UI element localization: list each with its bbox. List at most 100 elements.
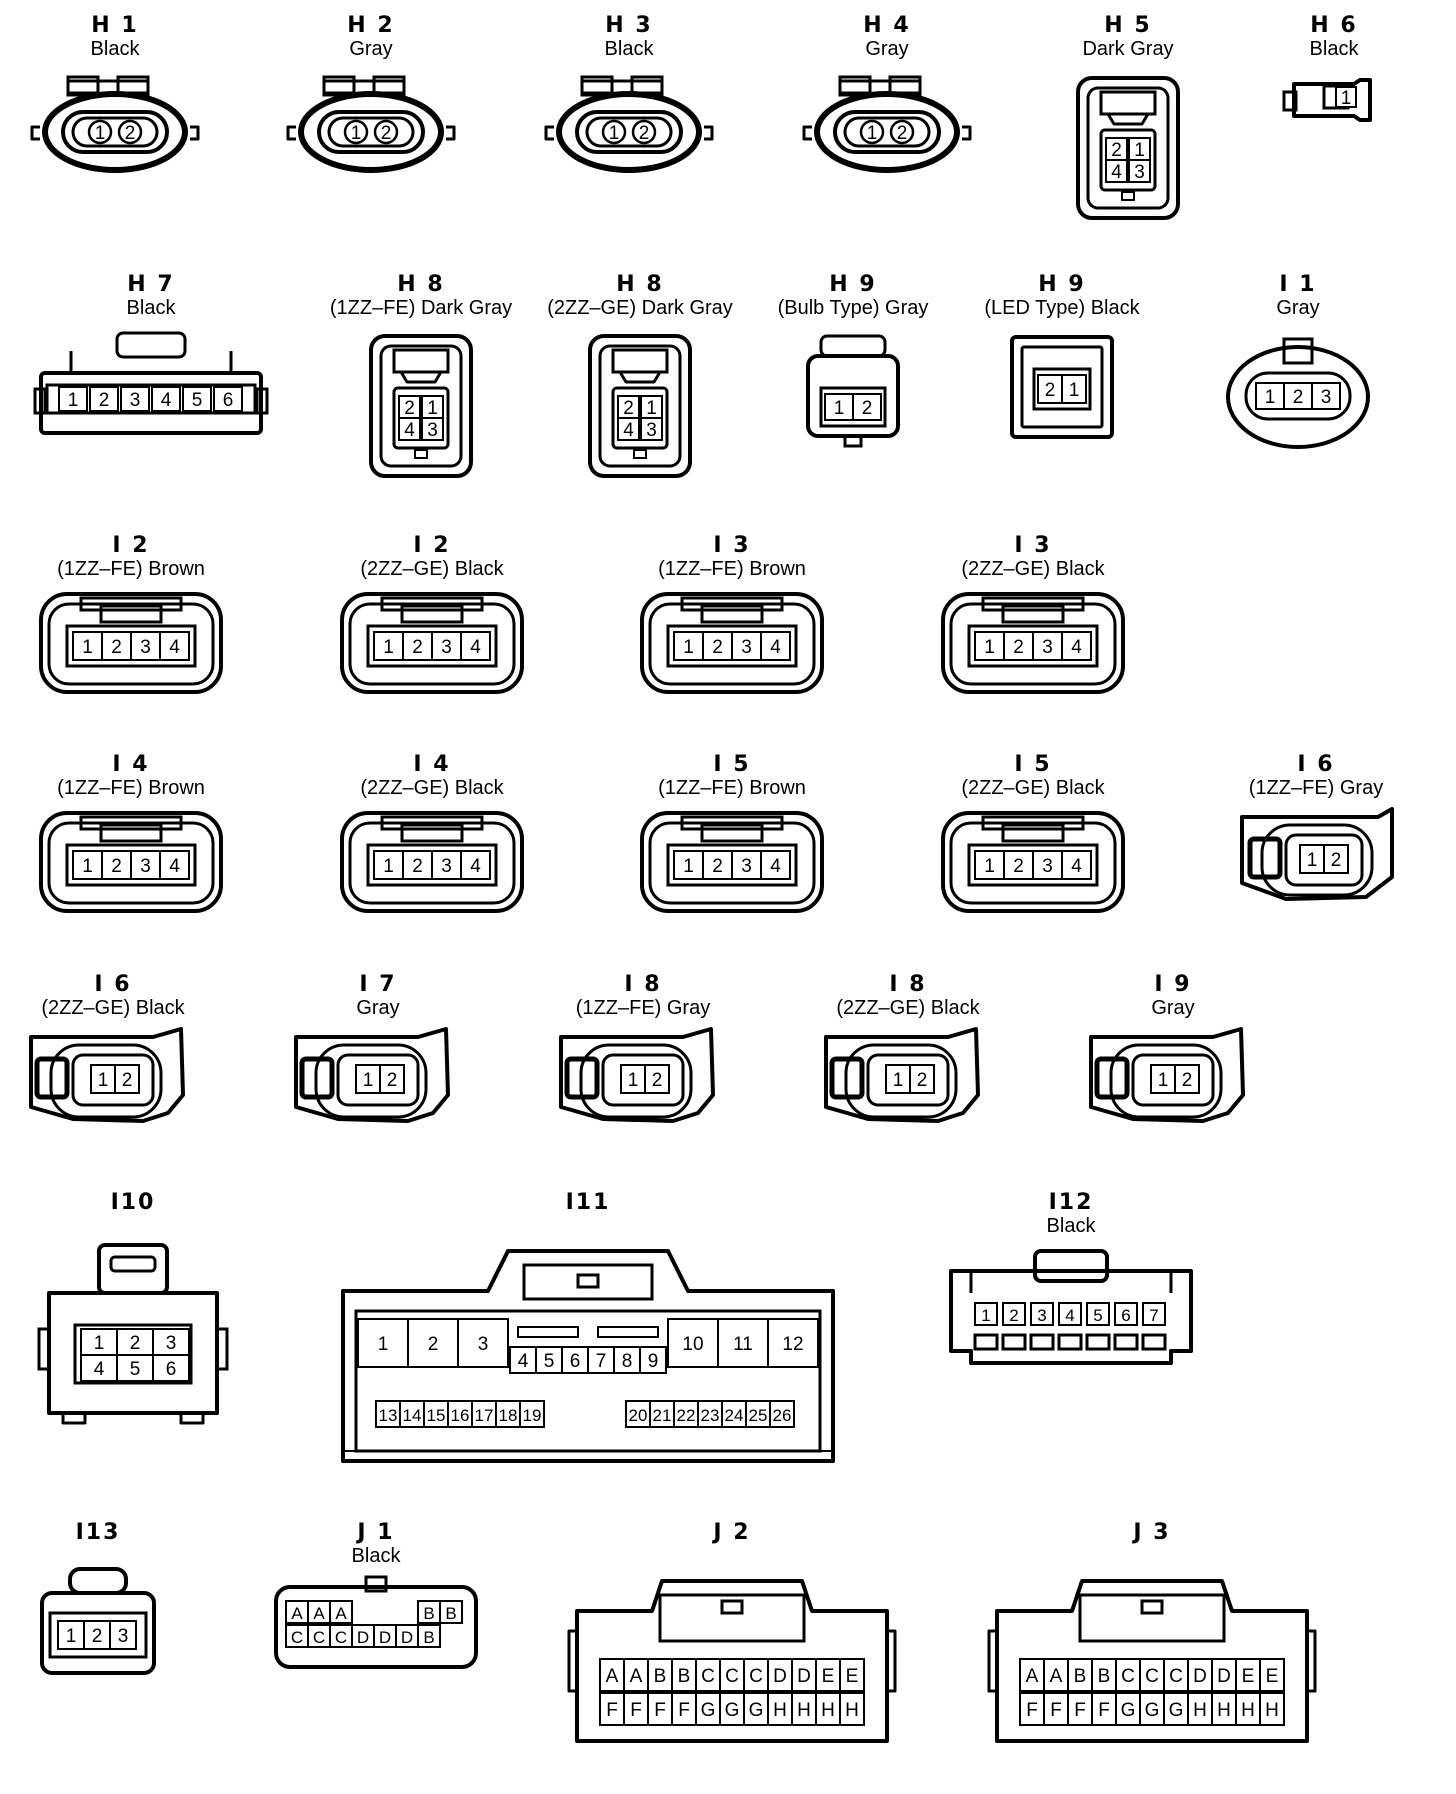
pin-label: 1 <box>646 398 657 419</box>
pin-label: H <box>1241 1700 1255 1721</box>
housing-shape <box>601 1053 685 1107</box>
pin-cell <box>101 631 132 661</box>
connector-id: H 8 <box>397 272 444 297</box>
housing-shape <box>79 815 183 831</box>
pin-cell <box>1105 159 1128 183</box>
connector-id: H 9 <box>829 272 876 297</box>
housing-outline <box>69 351 233 373</box>
pin-cell <box>587 1346 615 1374</box>
pin-label: 5 <box>1093 1306 1102 1325</box>
pin-label: B <box>1074 1666 1087 1687</box>
connector-color: (2ZZ–GE) Black <box>961 558 1105 580</box>
housing-shape <box>348 821 516 905</box>
pin-cell <box>644 1064 670 1094</box>
connector-color: Black <box>1310 38 1360 60</box>
pin-label: D <box>379 1628 391 1647</box>
pin-label: 21 <box>653 1406 672 1425</box>
connector-id: I13 <box>76 1520 121 1545</box>
housing-shape <box>369 334 473 478</box>
housing-shape <box>597 1326 659 1338</box>
pin-label: C <box>291 1628 303 1647</box>
pin-cell <box>398 417 421 441</box>
connector-color: (1ZZ–FE) Dark Gray <box>330 297 512 319</box>
connector-id: H 2 <box>347 13 394 38</box>
pin-label: 5 <box>192 390 203 411</box>
pin-cell <box>859 119 885 145</box>
pin-cell <box>1139 1692 1165 1726</box>
pin-cell <box>114 1064 140 1094</box>
pin-label: 2 <box>862 398 873 419</box>
pin-cell <box>731 850 762 880</box>
pin-cell <box>151 386 181 412</box>
housing-shape <box>838 75 872 95</box>
pin-label: D <box>1193 1666 1207 1687</box>
housing-shape <box>298 91 444 173</box>
pin-label: 1 <box>683 637 694 658</box>
pin-label: 1 <box>1307 850 1318 871</box>
pin-label: 1 <box>95 123 106 144</box>
pin-label: 4 <box>470 637 481 658</box>
pin-cell <box>1259 1692 1285 1726</box>
pin-label: 12 <box>782 1334 803 1355</box>
pin-label: 4 <box>623 420 634 441</box>
housing-shape <box>48 1611 148 1659</box>
pin-label: 3 <box>1042 637 1053 658</box>
pin-label: C <box>1145 1666 1159 1687</box>
housing-shape <box>400 604 464 624</box>
pin-cell <box>1003 850 1034 880</box>
pin-cell <box>1067 1692 1093 1726</box>
housing-shape <box>1057 1333 1083 1351</box>
pin-cell <box>1019 1692 1045 1726</box>
housing-outline <box>286 125 456 141</box>
pin-cell <box>1043 1692 1069 1726</box>
housing-shape <box>327 116 415 148</box>
pin-cell <box>1323 844 1349 874</box>
pin-label: 1 <box>383 637 394 658</box>
pin-label: 2 <box>111 856 122 877</box>
pin-cell <box>695 1692 721 1726</box>
pin-label: 9 <box>648 1351 659 1372</box>
housing-shape <box>364 1575 388 1593</box>
housing-shape <box>366 624 498 668</box>
pin-cell <box>379 1064 405 1094</box>
pin-cell <box>1114 1302 1138 1326</box>
pin-label: 16 <box>451 1406 470 1425</box>
pin-label: 1 <box>683 856 694 877</box>
pin-label: 2 <box>623 398 634 419</box>
pin-label: 4 <box>169 856 180 877</box>
connector-id: I 7 <box>359 972 396 997</box>
connector-color: Black <box>127 297 177 319</box>
pin-label: 6 <box>223 390 234 411</box>
pin-cell <box>1174 1064 1200 1094</box>
pin-label: 1 <box>984 856 995 877</box>
connector-id: I 3 <box>713 533 750 558</box>
connector-color: (1ZZ–FE) Brown <box>57 558 205 580</box>
pin-cell <box>535 1346 563 1374</box>
housing-shape <box>99 604 163 624</box>
pin-cell <box>625 1400 651 1428</box>
pin-cell <box>329 1600 353 1624</box>
housing-shape <box>588 334 692 478</box>
pin-label: 2 <box>712 856 723 877</box>
pin-label: E <box>1266 1666 1279 1687</box>
pin-label: D <box>1217 1666 1231 1687</box>
housing-shape <box>633 449 647 459</box>
housing-shape <box>829 1056 865 1100</box>
housing-outline <box>559 1027 715 1123</box>
pin-label: 3 <box>478 1334 489 1355</box>
connector-id: I12 <box>1049 1190 1094 1215</box>
housing-shape <box>366 843 498 887</box>
pin-label: F <box>654 1700 666 1721</box>
pin-label: B <box>423 1628 434 1647</box>
pin-label: 3 <box>441 856 452 877</box>
pin-label: 1 <box>94 1333 105 1354</box>
pin-label: E <box>822 1666 835 1687</box>
pin-cell <box>767 1318 819 1368</box>
pin-label: B <box>445 1604 456 1623</box>
housing-shape <box>47 821 215 905</box>
connector-color: Gray <box>1151 997 1194 1019</box>
